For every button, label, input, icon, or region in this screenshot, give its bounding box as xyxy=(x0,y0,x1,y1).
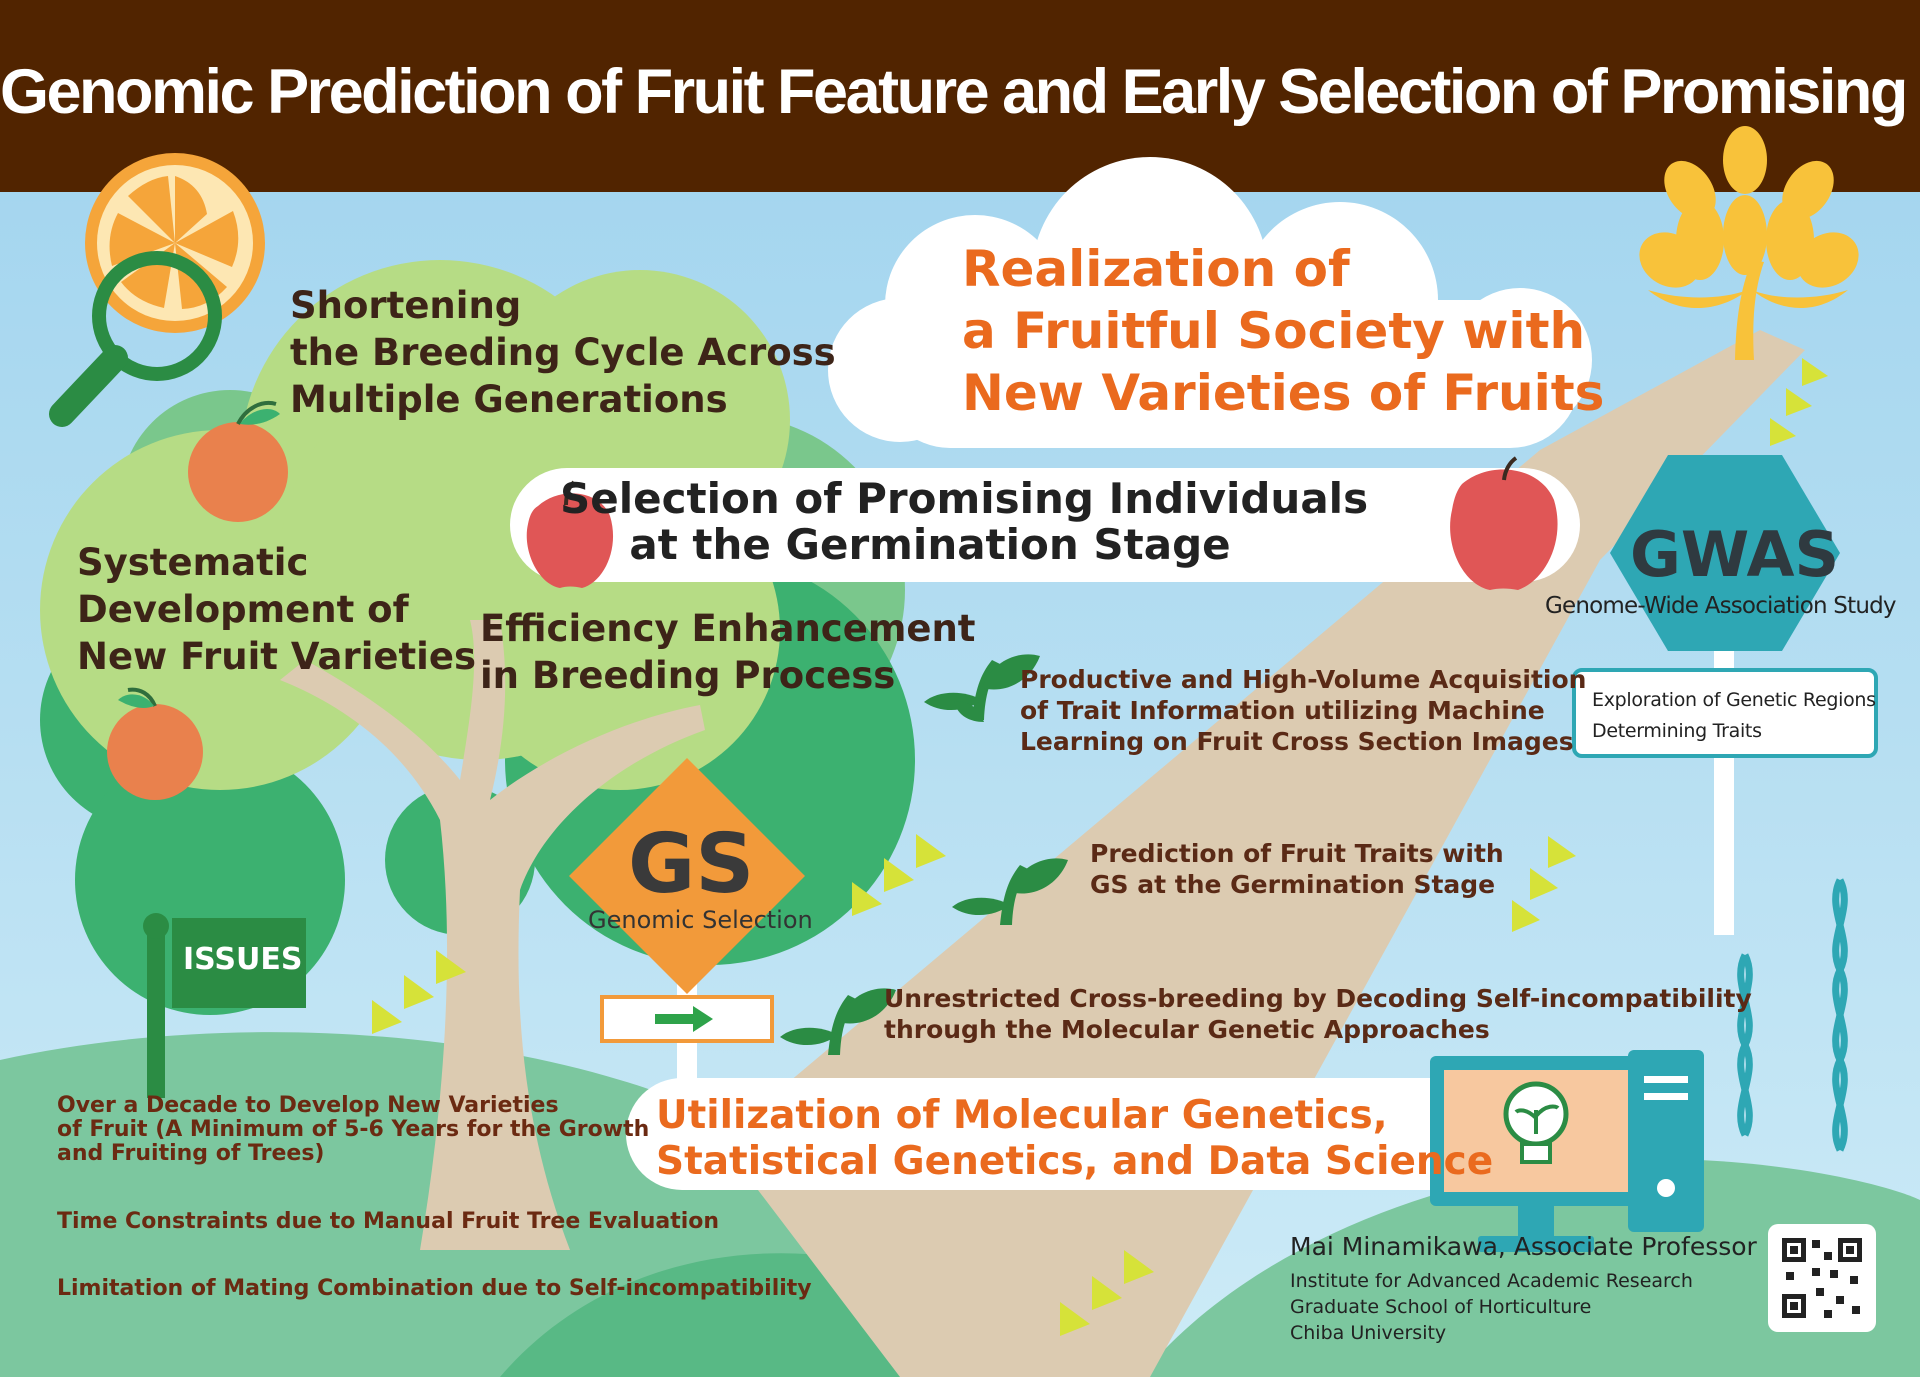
lightbulb-sprout-icon xyxy=(1503,1081,1569,1164)
goal-systematic: Systematic Development of New Fruit Vari… xyxy=(77,539,476,680)
issues-flag-ball xyxy=(143,913,169,939)
apple-icon xyxy=(526,480,614,588)
affiliation-line: Chiba University xyxy=(1290,1322,1447,1344)
affiliation-line: Institute for Advanced Academic Research xyxy=(1290,1270,1693,1292)
goal-line: Shortening xyxy=(290,284,522,327)
step-line: Unrestricted Cross-breeding by Decoding … xyxy=(884,984,1752,1013)
right-hill xyxy=(1140,1159,1920,1377)
orange-slice-icon xyxy=(85,153,265,333)
gwas-box-line: Determining Traits xyxy=(1592,720,1762,742)
step-line: through the Molecular Genetic Approaches xyxy=(884,1015,1490,1044)
selection-line: at the Germination Stage xyxy=(629,520,1231,569)
issue-line: of Fruit (A Minimum of 5-6 Years for the… xyxy=(57,1117,650,1142)
gs-label: GS xyxy=(628,817,755,912)
path-chevrons xyxy=(372,358,1828,1336)
selection-heading: Selection of Promising Individuals at th… xyxy=(560,474,1369,569)
issues-flag-label: ISSUES xyxy=(183,942,303,977)
step-line: Productive and High-Volume Acquisition xyxy=(1020,665,1587,694)
step-machine-learning: Productive and High-Volume Acquisition o… xyxy=(1020,664,1586,757)
gwas-label: GWAS xyxy=(1630,518,1840,591)
dna-icon xyxy=(1737,878,1848,1152)
issue-item: Limitation of Mating Combination due to … xyxy=(57,1277,812,1301)
author-name: Mai Minamikawa, Associate Professor xyxy=(1290,1232,1757,1261)
goal-line: in Breeding Process xyxy=(480,654,896,697)
step-gs-prediction: Prediction of Fruit Traits with GS at th… xyxy=(1090,838,1504,900)
selection-line: Selection of Promising Individuals xyxy=(560,474,1369,523)
utilization-heading: Utilization of Molecular Genetics, Stati… xyxy=(656,1093,1493,1185)
utilization-line: Statistical Genetics, and Data Science xyxy=(656,1139,1494,1184)
gs-sign xyxy=(569,758,805,994)
goal-line: Systematic xyxy=(77,541,309,584)
goal-line: Development of xyxy=(77,588,409,631)
cloud-line: a Fruitful Society with xyxy=(962,302,1586,360)
goal-line: the Breeding Cycle Across xyxy=(290,331,836,374)
goal-shortening: Shortening the Breeding Cycle Across Mul… xyxy=(290,282,836,423)
golden-sprout-icon xyxy=(1639,126,1859,360)
cloud-heading: Realization of a Fruitful Society with N… xyxy=(962,238,1604,424)
qr-code-icon xyxy=(1768,1224,1876,1332)
gs-subtitle: Genomic Selection xyxy=(588,906,813,934)
orange-fruit-icon xyxy=(188,401,288,522)
issues-flag-pole xyxy=(147,928,165,1098)
step-line: Prediction of Fruit Traits with xyxy=(1090,839,1504,868)
step-line: of Trait Information utilizing Machine xyxy=(1020,696,1545,725)
goal-line: Efficiency Enhancement xyxy=(480,607,976,650)
header-band xyxy=(0,0,1920,192)
affiliation-line: Graduate School of Horticulture xyxy=(1290,1296,1592,1318)
direction-sign xyxy=(600,995,774,1043)
goal-efficiency: Efficiency Enhancement in Breeding Proce… xyxy=(480,605,976,699)
step-cross-breeding: Unrestricted Cross-breeding by Decoding … xyxy=(884,983,1752,1045)
issue-line: and Fruiting of Trees) xyxy=(57,1141,325,1166)
selection-banner xyxy=(510,468,1580,582)
goal-line: New Fruit Varieties xyxy=(77,635,476,678)
sprout-icon xyxy=(780,988,896,1055)
goal-line: Multiple Generations xyxy=(290,378,728,421)
orange-fruit-icon xyxy=(107,687,203,800)
cloud-line: Realization of xyxy=(962,240,1350,298)
issue-line: Limitation of Mating Combination due to … xyxy=(57,1276,812,1301)
issue-item: Over a Decade to Develop New Varieties o… xyxy=(57,1094,649,1166)
magnifier-icon xyxy=(49,251,222,427)
gwas-box-text: Exploration of Genetic Regions Determini… xyxy=(1592,685,1876,747)
tree-trunk xyxy=(280,620,705,1250)
gwas-box-line: Exploration of Genetic Regions xyxy=(1592,689,1876,711)
page-title: Genomic Prediction of Fruit Feature and … xyxy=(0,57,1920,127)
gwas-subtitle: Genome-Wide Association Study xyxy=(1545,593,1897,619)
cloud xyxy=(828,157,1592,448)
step-line: GS at the Germination Stage xyxy=(1090,870,1496,899)
sprout-icon xyxy=(952,858,1068,925)
cloud-line: New Varieties of Fruits xyxy=(962,364,1605,422)
sprout-icon xyxy=(924,654,1040,722)
apple-icon xyxy=(1450,456,1558,590)
issue-line: Time Constraints due to Manual Fruit Tre… xyxy=(57,1209,720,1234)
utilization-line: Utilization of Molecular Genetics, xyxy=(656,1093,1388,1138)
gwas-info-box xyxy=(1572,668,1878,758)
issues-flag xyxy=(172,918,306,1008)
issue-item: Time Constraints due to Manual Fruit Tre… xyxy=(57,1210,719,1234)
utilization-banner xyxy=(626,1078,1626,1190)
arrow-right-icon xyxy=(655,1006,713,1032)
gwas-sign xyxy=(1610,455,1840,651)
issue-line: Over a Decade to Develop New Varieties xyxy=(57,1093,559,1118)
step-line: Learning on Fruit Cross Section Images xyxy=(1020,727,1574,756)
author-affiliation: Institute for Advanced Academic Research… xyxy=(1290,1268,1693,1346)
